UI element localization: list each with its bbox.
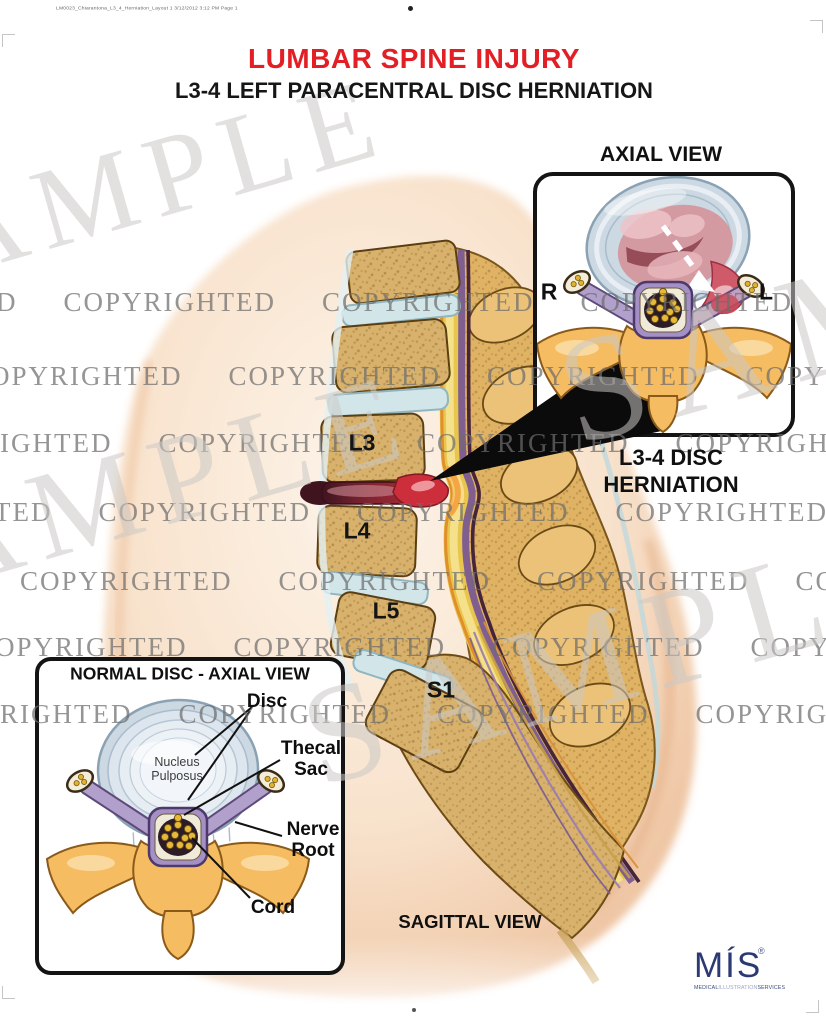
page-title: LUMBAR SPINE INJURY: [247, 43, 581, 74]
page-subtitle: L3-4 LEFT PARACENTRAL DISC HERNIATION: [175, 78, 653, 103]
sample-watermark: SAMPLE: [0, 346, 430, 640]
print-note: LM0023_Chiarantona_L3_4_Herniation_Layou…: [56, 5, 238, 11]
nucleus-pulposus-label: Nucleus Pulposus: [151, 755, 203, 783]
mis-tagline: MEDICALILLUSTRATIONSERVICES: [694, 985, 786, 991]
normal-disc-illustration: [45, 698, 311, 961]
axial-vertebral-arch: [537, 324, 791, 433]
herniated-axial-illustration: [537, 176, 791, 433]
nerve-root-label: Nerve Root: [286, 819, 340, 861]
level-label-l5: L5: [372, 597, 400, 624]
cord-label: Cord: [250, 897, 296, 918]
crop-mark-bottom-right: [806, 1000, 819, 1013]
registration-dot-bottom: [412, 1008, 416, 1012]
mis-logo: MÍS: [694, 946, 763, 985]
copyrighted-watermark-row: COPYRIGHTEDCOPYRIGHTEDCOPYRIGHTEDCOPYRIG…: [20, 566, 826, 596]
level-label-l4: L4: [343, 517, 371, 544]
level-label-s1: S1: [426, 676, 456, 703]
sagittal-view-caption: SAGITTAL VIEW: [398, 911, 542, 932]
marker-right: R: [540, 278, 558, 305]
herniation-caption: L3-4 DISC HERNIATION: [603, 444, 738, 498]
disc-label: Disc: [246, 691, 288, 712]
crop-mark-top-right: [810, 20, 823, 33]
copyrighted-watermark-row: COPYRIGHTEDCOPYRIGHTEDCOPYRIGHTEDCOPYRIG…: [0, 497, 826, 527]
herniation-caption-line2: HERNIATION: [603, 472, 739, 497]
registration-dot-top: [408, 6, 413, 11]
thecal-sac-label: Thecal Sac: [280, 738, 342, 780]
herniation: [300, 463, 464, 518]
crop-mark-top-left: [2, 34, 15, 47]
normal-thecal-sac: [147, 806, 209, 868]
registered-mark: ®: [758, 946, 765, 956]
normal-disc-heading: NORMAL DISC - AXIAL VIEW: [70, 663, 310, 684]
crop-mark-bottom-left: [2, 986, 15, 999]
cauda-equina: [469, 621, 639, 895]
herniation-caption-line1: L3-4 DISC: [619, 445, 723, 470]
axial-thecal-sac: [632, 280, 694, 340]
level-label-l3: L3: [348, 429, 376, 456]
marker-left: L: [758, 278, 774, 305]
axial-view-heading: AXIAL VIEW: [599, 143, 723, 166]
